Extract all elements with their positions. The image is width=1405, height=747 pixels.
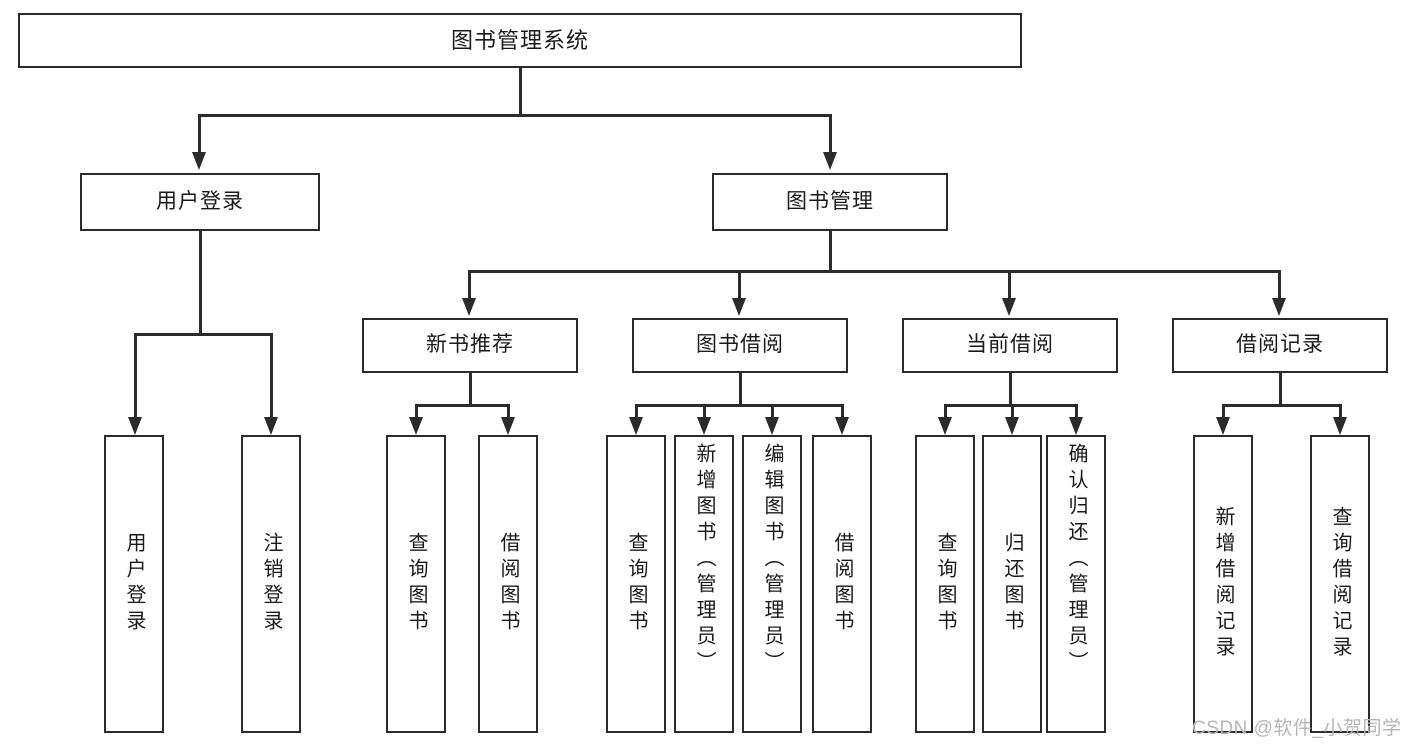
leaf-borrow-record-add-record[interactable]: 新增借阅记录	[1193, 435, 1253, 733]
node-label: 用户登录	[123, 532, 145, 636]
connector-bm-to-new-book	[468, 270, 471, 300]
connector-book-borrow-to-leaf-3	[771, 404, 774, 419]
connector-current-borrow-bar	[944, 404, 1077, 407]
connector-borrow-record-stem	[1279, 373, 1282, 406]
node-book-borrow[interactable]: 图书借阅	[632, 318, 848, 373]
node-label: 确认归还（管理员）	[1065, 443, 1087, 677]
connector-user-login-to-leaf-1	[134, 333, 137, 419]
leaf-current-borrow-return-book[interactable]: 归还图书	[982, 435, 1042, 733]
arrow-new-book-to-leaf-1	[409, 417, 423, 435]
arrow-borrow-record-to-leaf-1	[1216, 417, 1230, 435]
node-label: 用户登录	[156, 189, 244, 213]
node-label: 编辑图书（管理员）	[761, 443, 783, 677]
connector-book-management-bar	[468, 270, 1280, 273]
arrow-root-to-user-login	[192, 152, 206, 170]
connector-new-book-stem	[469, 373, 472, 406]
connector-current-borrow-to-leaf-1	[944, 404, 947, 419]
leaf-new-book-borrow-book[interactable]: 借阅图书	[478, 435, 538, 733]
node-label: 借阅图书	[831, 532, 853, 636]
node-label: 新书推荐	[426, 333, 514, 357]
arrow-bm-to-current-borrow	[1002, 298, 1016, 316]
node-new-book-recommend[interactable]: 新书推荐	[362, 318, 578, 373]
arrow-current-borrow-to-leaf-3	[1069, 417, 1083, 435]
connector-book-borrow-to-leaf-4	[841, 404, 844, 419]
arrow-borrow-record-to-leaf-2	[1333, 417, 1347, 435]
connector-borrow-record-to-leaf-2	[1339, 404, 1342, 419]
arrow-bm-to-book-borrow	[732, 298, 746, 316]
leaf-book-borrow-add-book-admin[interactable]: 新增图书（管理员）	[674, 435, 734, 733]
arrow-root-to-book-management	[823, 152, 837, 170]
arrow-new-book-to-leaf-2	[501, 417, 515, 435]
connector-current-borrow-stem	[1009, 373, 1012, 406]
connector-user-login-bar	[134, 333, 272, 336]
node-label: 查询图书	[405, 532, 427, 636]
leaf-user-login-logout[interactable]: 注销登录	[241, 435, 301, 733]
leaf-book-borrow-borrow-book[interactable]: 借阅图书	[812, 435, 872, 733]
arrow-bm-to-new-book	[462, 298, 476, 316]
leaf-current-borrow-confirm-return-admin[interactable]: 确认归还（管理员）	[1046, 435, 1106, 733]
node-label: 查询借阅记录	[1329, 506, 1351, 662]
connector-book-borrow-to-leaf-1	[635, 404, 638, 419]
connector-borrow-record-to-leaf-1	[1222, 404, 1225, 419]
node-label: 当前借阅	[966, 333, 1054, 357]
node-label: 查询图书	[625, 532, 647, 636]
node-label: 查询图书	[934, 532, 956, 636]
node-borrow-record[interactable]: 借阅记录	[1172, 318, 1388, 373]
node-label: 图书管理	[786, 189, 874, 213]
connector-book-borrow-to-leaf-2	[703, 404, 706, 419]
node-label: 归还图书	[1001, 532, 1023, 636]
connector-borrow-record-bar	[1222, 404, 1341, 407]
connector-root-to-user-login	[198, 114, 201, 154]
node-user-login[interactable]: 用户登录	[80, 173, 320, 231]
connector-root-stem	[519, 68, 522, 115]
leaf-user-login-login[interactable]: 用户登录	[104, 435, 164, 733]
leaf-new-book-query-book[interactable]: 查询图书	[386, 435, 446, 733]
node-current-borrow[interactable]: 当前借阅	[902, 318, 1118, 373]
connector-book-management-stem	[829, 231, 832, 272]
connector-current-borrow-to-leaf-2	[1011, 404, 1014, 419]
node-label: 图书管理系统	[450, 27, 589, 53]
connector-bm-to-current-borrow	[1008, 270, 1011, 300]
leaf-book-borrow-query-book[interactable]: 查询图书	[606, 435, 666, 733]
leaf-current-borrow-query-book[interactable]: 查询图书	[915, 435, 975, 733]
arrow-current-borrow-to-leaf-1	[938, 417, 952, 435]
connector-new-book-to-leaf-1	[415, 404, 418, 419]
node-label: 新增图书（管理员）	[693, 443, 715, 677]
arrow-book-borrow-to-leaf-2	[697, 417, 711, 435]
arrow-book-borrow-to-leaf-4	[835, 417, 849, 435]
arrow-current-borrow-to-leaf-2	[1005, 417, 1019, 435]
node-label: 新增借阅记录	[1212, 506, 1234, 662]
node-label: 借阅图书	[497, 532, 519, 636]
leaf-borrow-record-query-record[interactable]: 查询借阅记录	[1310, 435, 1370, 733]
node-root-book-management-system[interactable]: 图书管理系统	[18, 13, 1022, 68]
node-book-management[interactable]: 图书管理	[712, 173, 948, 231]
connector-current-borrow-to-leaf-3	[1075, 404, 1078, 419]
arrow-book-borrow-to-leaf-3	[765, 417, 779, 435]
connector-bm-to-borrow-record	[1278, 270, 1281, 300]
connector-book-borrow-bar	[635, 404, 843, 407]
connector-user-login-stem	[199, 231, 202, 335]
leaf-book-borrow-edit-book-admin[interactable]: 编辑图书（管理员）	[742, 435, 802, 733]
connector-new-book-to-leaf-2	[507, 404, 510, 419]
connector-new-book-bar	[415, 404, 509, 407]
connector-root-to-book-management	[829, 114, 832, 154]
node-label: 注销登录	[260, 532, 282, 636]
arrow-book-borrow-to-leaf-1	[629, 417, 643, 435]
connector-bm-to-book-borrow	[738, 270, 741, 300]
arrow-bm-to-borrow-record	[1272, 298, 1286, 316]
connector-book-borrow-stem	[739, 373, 742, 406]
arrow-user-login-to-leaf-1	[128, 417, 142, 435]
connector-root-bar	[198, 114, 831, 117]
connector-user-login-to-leaf-2	[270, 333, 273, 419]
node-label: 图书借阅	[696, 333, 784, 357]
node-label: 借阅记录	[1236, 333, 1324, 357]
arrow-user-login-to-leaf-2	[264, 417, 278, 435]
